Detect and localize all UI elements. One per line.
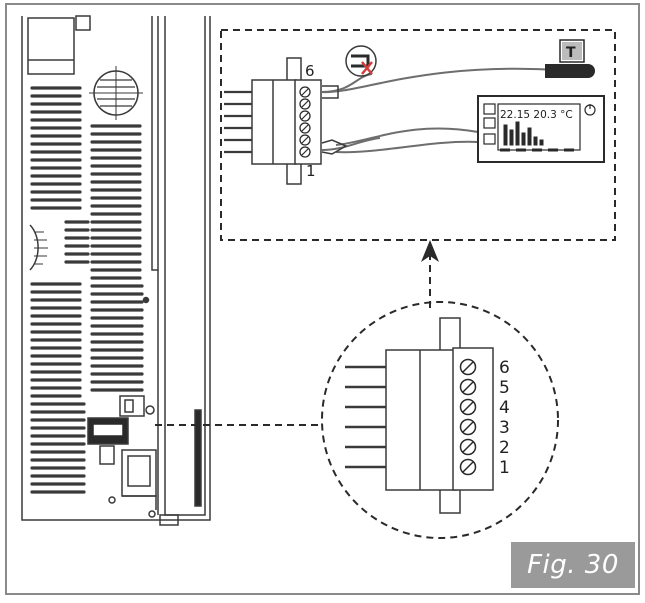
terminal-label-5: 5 — [499, 378, 510, 398]
inset-terminal-screws — [299, 86, 311, 158]
inset-terminal-screw — [299, 98, 311, 110]
figure-caption-badge: Fig. 30 — [511, 542, 635, 588]
terminal-label-3: 3 — [499, 418, 510, 438]
wiring-inset-box — [220, 29, 616, 241]
pointer-arrow-head — [421, 240, 439, 262]
terminal-label-6: 6 — [499, 358, 510, 378]
terminal-screw-3 — [459, 418, 477, 436]
detail-connector — [345, 317, 494, 514]
inset-terminal-screw — [299, 110, 311, 122]
terminal-screw-5 — [459, 378, 477, 396]
zoom-circle — [321, 301, 559, 539]
terminal-screw-2 — [459, 438, 477, 456]
temperature-sensor-probe — [545, 39, 595, 78]
figure-caption-text: Fig. 30 — [527, 550, 619, 580]
figure-frame — [5, 3, 640, 595]
jumper-removed-icon — [345, 45, 377, 77]
inset-label-bottom: 1 — [306, 162, 316, 180]
terminal-screw-6 — [459, 358, 477, 376]
inset-terminal-screw — [299, 86, 311, 98]
thermostat-display-text: 22.15 20.3 °C — [500, 109, 573, 121]
inset-terminal-screw — [299, 134, 311, 146]
terminal-label-2: 2 — [499, 438, 510, 458]
inset-terminal-screw — [299, 146, 311, 158]
wire-plug-top — [322, 85, 339, 99]
terminal-screw-4 — [459, 398, 477, 416]
appliance-side-view — [21, 15, 211, 526]
terminal-label-1: 1 — [499, 458, 510, 478]
inset-terminal-screw — [299, 122, 311, 134]
wire-plug-bottom — [321, 139, 348, 155]
detail-terminal-screws — [459, 358, 477, 476]
terminal-screw-1 — [459, 458, 477, 476]
appliance-vents — [30, 86, 144, 494]
room-thermostat — [477, 95, 605, 163]
sensor-badge-label: T — [566, 45, 576, 61]
terminal-label-4: 4 — [499, 398, 510, 418]
inset-label-top: 6 — [305, 62, 315, 80]
